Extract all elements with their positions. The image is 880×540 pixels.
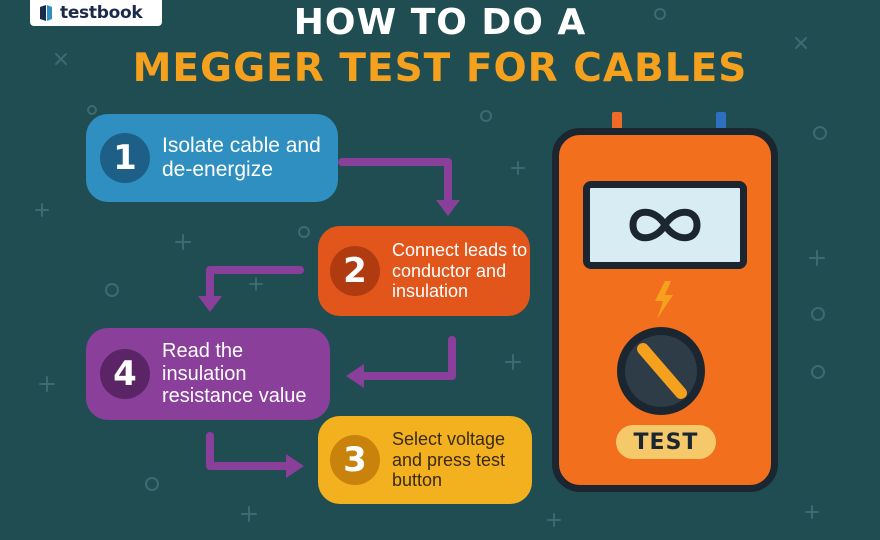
step-2-text: Connect leads to conductor and insulatio… (392, 240, 528, 302)
arrow-head-1 (436, 200, 460, 216)
step-1-number: 1 (100, 133, 150, 183)
step-4-number: 4 (100, 349, 150, 399)
arrow-1-to-2 (338, 158, 452, 204)
step-3-number: 3 (330, 435, 380, 485)
dial-knob-icon (617, 327, 705, 415)
infinity-icon (629, 208, 701, 242)
step-1: 1 Isolate cable and de-energize (86, 114, 338, 202)
test-button[interactable]: TEST (616, 425, 716, 459)
arrow-head-4 (286, 454, 304, 478)
arrow-2-to-4 (206, 266, 304, 302)
arrow-4-to-3 (206, 432, 290, 470)
step-1-text: Isolate cable and de-energize (162, 134, 321, 181)
title-line-2: MEGGER TEST FOR CABLES (132, 46, 748, 91)
meter-display (583, 181, 747, 269)
logo-text: testbook (60, 3, 143, 23)
meter-body: TEST (552, 128, 778, 492)
book-icon (40, 5, 52, 21)
lightning-icon (655, 281, 673, 319)
title-line-1: HOW TO DO A (293, 2, 587, 43)
red-test-lead (612, 112, 622, 132)
blue-test-lead (716, 112, 726, 132)
step-2: 2 Connect leads to conductor and insulat… (318, 226, 530, 316)
step-3-text: Select voltage and press test button (392, 429, 506, 491)
step-2-number: 2 (330, 246, 380, 296)
megger-meter: TEST (552, 112, 778, 492)
arrow-to-4 (358, 336, 456, 380)
arrow-head-2 (198, 296, 222, 312)
testbook-logo: testbook (30, 0, 162, 26)
arrow-head-3 (346, 364, 364, 388)
step-3: 3 Select voltage and press test button (318, 416, 532, 504)
step-4: 4 Read the insulation resistance value (86, 328, 330, 420)
meter-controls (617, 281, 705, 415)
step-4-text: Read the insulation resistance value (162, 339, 307, 408)
